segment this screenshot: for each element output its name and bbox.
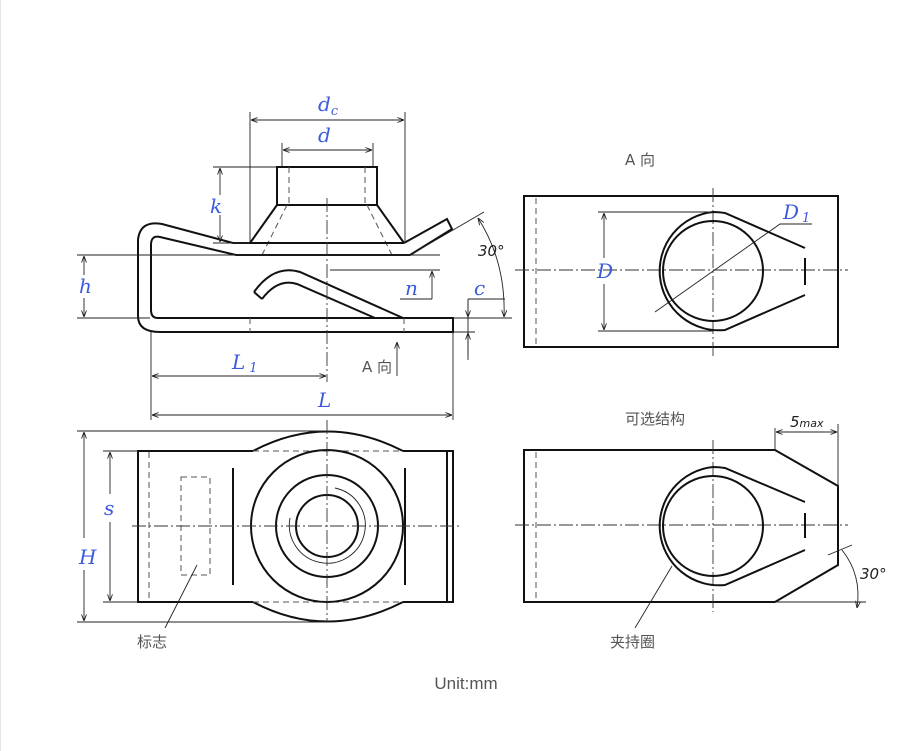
label-h: h [79,274,92,298]
clip-body [137,217,454,333]
label-L: L [317,388,331,412]
label-c: c [474,276,485,300]
spring-hook [253,269,404,319]
dim-angle-30-optional [841,549,858,608]
ring-bulge [252,430,404,623]
leader-clamp-ring [634,565,673,629]
label-clamp-ring: 夹持圈 [610,633,655,651]
label-marking: 标志 [137,633,167,651]
thread-arc [288,487,366,564]
label-n: n [405,276,418,300]
view-a-title: A 向 [625,151,655,169]
hook-hidden-lines [249,318,405,332]
unit-label: Unit:mm [434,674,497,693]
optional-structure-view: 可选结构 5max 30° 夹持圈 [515,410,887,651]
label-s: s [104,496,114,520]
leader-D1 [654,223,812,313]
label-angle-30: 30° [478,242,505,260]
label-view-a-arrow: A 向 [362,358,392,376]
top-view: H s 标志 [77,420,460,651]
dim-angle-30 [478,218,504,317]
hole-circle [662,220,764,322]
label-H: H [78,545,97,569]
label-D: D [596,259,613,283]
clamp-ring-outer [658,211,806,332]
label-5max: 5max [790,413,824,431]
label-d: d [318,123,331,147]
optional-structure-title: 可选结构 [625,410,685,428]
nut-cone [249,204,405,244]
label-dc: dc [318,92,339,119]
label-k: k [210,194,222,218]
leader-marking [164,564,198,629]
label-angle-30-optional: 30° [860,565,887,583]
